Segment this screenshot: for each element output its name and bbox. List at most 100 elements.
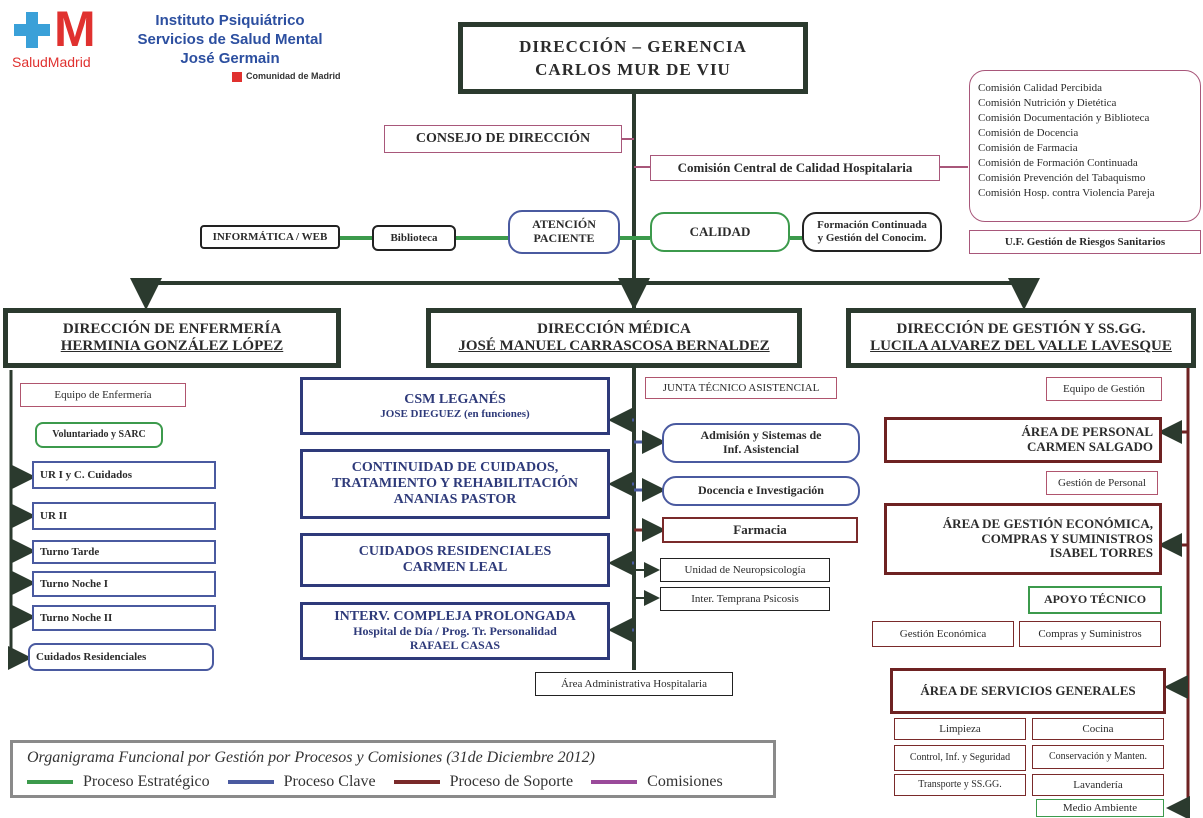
gestion-economica-box: Gestión Económica [872, 621, 1014, 647]
compras-label: Compras y Suministros [1038, 627, 1142, 640]
continuidad-l2: TRATAMIENTO Y REHABILITACIÓN [331, 475, 579, 491]
atencion-line2: PACIENTE [533, 231, 595, 245]
institute-name-1: Instituto Psiquiátrico [155, 12, 305, 29]
interv-l1: INTERV. COMPLEJA PROLONGADA [334, 609, 576, 625]
comision-item: Comisión Prevención del Tabaquismo [978, 172, 1146, 184]
legend-label: Proceso Clave [283, 773, 376, 790]
biblioteca-label: Biblioteca [390, 231, 438, 244]
economica-l3: ISABEL TORRES [1049, 545, 1153, 561]
enfermeria-name: HERMINIA GONZÁLEZ LÓPEZ [60, 338, 284, 354]
community-label: Comunidad de Madrid [246, 71, 341, 81]
interv-l2: Hospital de Día / Prog. Tr. Personalidad [353, 624, 557, 639]
institute-name-3: José Germain [180, 50, 280, 67]
direccion-gestion-box: DIRECCIÓN DE GESTIÓN Y SS.GG. LUCILA ALV… [846, 308, 1196, 368]
residenciales-l2: CARMEN LEAL [402, 560, 508, 575]
continuidad-box: CONTINUIDAD DE CUIDADOS, TRATAMIENTO Y R… [300, 449, 610, 519]
equipo-gestion-box: Equipo de Gestión [1046, 377, 1162, 401]
biblioteca-box: Biblioteca [372, 225, 456, 251]
legend-swatch-support [393, 780, 440, 784]
atencion-line1: ATENCIÓN [532, 217, 596, 232]
legend-items: Proceso Estratégico Proceso Clave Proces… [27, 773, 759, 791]
junta-box: JUNTA TÉCNICO ASISTENCIAL [645, 377, 837, 399]
sg-item-label: Transporte y SS.GG. [918, 779, 1002, 791]
continuidad-l3: ANANIAS PASTOR [393, 492, 517, 508]
comision-item: Comisión de Docencia [978, 127, 1079, 139]
unit-turno-noche2: Turno Noche II [32, 605, 216, 631]
uf-riesgos-label: U.F. Gestión de Riesgos Sanitarios [1004, 235, 1166, 248]
calidad-box: CALIDAD [650, 212, 790, 252]
continuidad-l1: CONTINUIDAD DE CUIDADOS, [351, 459, 559, 475]
direccion-enfermeria-box: DIRECCIÓN DE ENFERMERÍA HERMINIA GONZÁLE… [3, 308, 341, 368]
area-administrativa-box: Área Administrativa Hospitalaria [535, 672, 733, 696]
area-economica-box: ÁREA DE GESTIÓN ECONÓMICA, COMPRAS Y SUM… [884, 503, 1162, 575]
medio-ambiente-box: Medio Ambiente [1036, 799, 1164, 817]
unit-ur1: UR I y C. Cuidados [32, 461, 216, 489]
sg-item-transporte: Transporte y SS.GG. [894, 774, 1026, 796]
unit-label: Turno Tarde [40, 545, 100, 558]
residenciales-l1: CUIDADOS RESIDENCIALES [358, 543, 552, 559]
legend-swatch-key [227, 780, 274, 784]
equipo-enfermeria-label: Equipo de Enfermería [54, 388, 152, 401]
psicosis-label: Inter. Temprana Psicosis [691, 592, 799, 605]
enfermeria-title: DIRECCIÓN DE ENFERMERÍA [62, 320, 282, 337]
economica-l2: COMPRAS Y SUMINISTROS [981, 530, 1153, 546]
sg-item-label: Lavandería [1073, 778, 1123, 791]
servicios-generales-label: ÁREA DE SERVICIOS GENERALES [920, 682, 1136, 698]
uf-riesgos-box: U.F. Gestión de Riesgos Sanitarios [969, 230, 1201, 254]
unit-label: Turno Noche I [40, 577, 109, 590]
legend-swatch-strategic [27, 780, 73, 784]
formacion-line2: y Gestión del Conocim. [817, 232, 927, 244]
farmacia-box: Farmacia [662, 517, 858, 543]
personal-l1: ÁREA DE PERSONAL [1021, 424, 1153, 440]
economica-l1: ÁREA DE GESTIÓN ECONÓMICA, [942, 515, 1153, 531]
legend-item: Proceso de Soporte [393, 773, 573, 791]
unit-label: Turno Noche II [40, 611, 113, 624]
comision-central-label: Comisión Central de Calidad Hospitalaria [677, 159, 913, 175]
apoyo-tecnico-box: APOYO TÉCNICO [1028, 586, 1162, 614]
unit-ur2: UR II [32, 502, 216, 530]
logo-monogram: M [54, 1, 96, 57]
admision-box: Admisión y Sistemas de Inf. Asistencial [662, 423, 860, 463]
salud-madrid-logo: M SaludMadrid [10, 4, 110, 74]
apoyo-tecnico-label: APOYO TÉCNICO [1043, 592, 1147, 607]
sg-item-label: Conservación y Manten. [1048, 751, 1148, 763]
interv-compleja-box: INTERV. COMPLEJA PROLONGADA Hospital de … [300, 602, 610, 660]
legend-item: Proceso Estratégico [27, 773, 210, 791]
gestion-name: LUCILA ALVAREZ DEL VALLE LAVESQUE [870, 338, 1172, 354]
gestion-personal-label: Gestión de Personal [1058, 476, 1146, 489]
atencion-paciente-box: ATENCIÓN PACIENTE [508, 210, 620, 254]
compras-box: Compras y Suministros [1019, 621, 1161, 647]
formacion-box: Formación Continuada y Gestión del Conoc… [802, 212, 942, 252]
community-flag-icon [232, 72, 242, 82]
legend-swatch-commissions [591, 780, 638, 784]
csm-title: CSM LEGANÉS [404, 391, 506, 407]
unit-turno-noche1: Turno Noche I [32, 571, 216, 597]
logo-brand: SaludMadrid [12, 54, 91, 70]
junta-label: JUNTA TÉCNICO ASISTENCIAL [662, 381, 820, 394]
direccion-gerencia-name: CARLOS MUR DE VIU [535, 59, 731, 79]
admision-l2: Inf. Asistencial [722, 442, 799, 456]
comision-item: Comisión de Formación Continuada [978, 157, 1138, 169]
unit-label: UR I y C. Cuidados [40, 468, 132, 481]
legend: Organigrama Funcional por Gestión por Pr… [10, 740, 776, 798]
sg-item-conservacion: Conservación y Manten. [1032, 745, 1164, 769]
sg-item-label: Control, Inf. y Seguridad [909, 752, 1011, 764]
personal-l2: CARMEN SALGADO [1026, 439, 1153, 454]
medio-ambiente-label: Medio Ambiente [1062, 801, 1138, 814]
equipo-gestion-label: Equipo de Gestión [1063, 382, 1145, 395]
area-personal-box: ÁREA DE PERSONAL CARMEN SALGADO [884, 417, 1162, 463]
psicosis-box: Inter. Temprana Psicosis [660, 587, 830, 611]
comision-item: Comisión Calidad Percibida [978, 82, 1103, 94]
formacion-line1: Formación Continuada [817, 219, 927, 232]
legend-title: Organigrama Funcional por Gestión por Pr… [27, 749, 595, 766]
cross-icon [14, 12, 50, 48]
medica-title: DIRECCIÓN MÉDICA [537, 320, 691, 337]
unit-turno-tarde: Turno Tarde [32, 540, 216, 564]
gestion-economica-label: Gestión Económica [899, 627, 987, 640]
neuropsicologia-box: Unidad de Neuropsicología [660, 558, 830, 582]
comision-item: Comisión Nutrición y Dietética [978, 97, 1117, 109]
legend-label: Comisiones [647, 773, 723, 790]
docencia-box: Docencia e Investigación [662, 476, 860, 506]
comision-central-box: Comisión Central de Calidad Hospitalaria [650, 155, 940, 181]
